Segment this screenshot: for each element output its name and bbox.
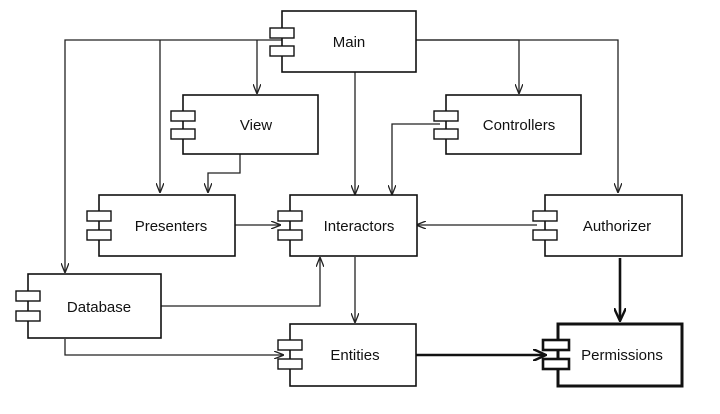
component-port-icon bbox=[15, 310, 41, 322]
arrow-database-to-interactors bbox=[161, 258, 320, 307]
component-port-icon bbox=[433, 128, 459, 140]
component-authorizer: Authorizer bbox=[532, 194, 683, 257]
component-interactors: Interactors bbox=[277, 194, 418, 257]
component-port-icon bbox=[277, 339, 303, 351]
arrow-main-to-database bbox=[65, 39, 283, 272]
arrow-database-to-entities bbox=[64, 339, 283, 355]
component-port-icon bbox=[532, 229, 558, 241]
component-port-icon bbox=[86, 210, 112, 222]
component-label-permissions: Permissions bbox=[581, 347, 663, 364]
component-port-icon bbox=[269, 27, 295, 39]
component-port-icon bbox=[170, 128, 196, 140]
dependency-arrows bbox=[64, 39, 620, 355]
component-label-authorizer: Authorizer bbox=[583, 218, 651, 235]
component-label-presenters: Presenters bbox=[135, 218, 208, 235]
component-label-controllers: Controllers bbox=[483, 117, 556, 134]
component-port-icon bbox=[277, 210, 303, 222]
component-port-icon bbox=[433, 110, 459, 122]
component-presenters: Presenters bbox=[86, 194, 236, 257]
component-label-interactors: Interactors bbox=[324, 218, 395, 235]
component-port-icon bbox=[277, 229, 303, 241]
component-controllers: Controllers bbox=[433, 94, 582, 155]
component-port-icon bbox=[541, 357, 571, 371]
component-port-icon bbox=[532, 210, 558, 222]
component-database: Database bbox=[15, 273, 162, 339]
component-label-entities: Entities bbox=[330, 347, 379, 364]
arrow-main-to-authorizer bbox=[415, 39, 618, 192]
component-port-icon bbox=[170, 110, 196, 122]
component-permissions: Permissions bbox=[541, 322, 684, 388]
component-entities: Entities bbox=[277, 323, 417, 387]
component-label-view: View bbox=[240, 117, 272, 134]
component-port-icon bbox=[541, 338, 571, 352]
arrow-controllers-to-interactors bbox=[392, 123, 440, 194]
component-port-icon bbox=[277, 358, 303, 370]
component-main: Main bbox=[269, 10, 417, 73]
component-label-database: Database bbox=[67, 299, 131, 316]
component-port-icon bbox=[86, 229, 112, 241]
component-label-main: Main bbox=[333, 34, 366, 51]
component-port-icon bbox=[269, 45, 295, 57]
arrow-view-to-presenters bbox=[208, 153, 241, 192]
arrow-main-to-controllers bbox=[415, 39, 519, 93]
component-view: View bbox=[170, 94, 319, 155]
component-port-icon bbox=[15, 290, 41, 302]
